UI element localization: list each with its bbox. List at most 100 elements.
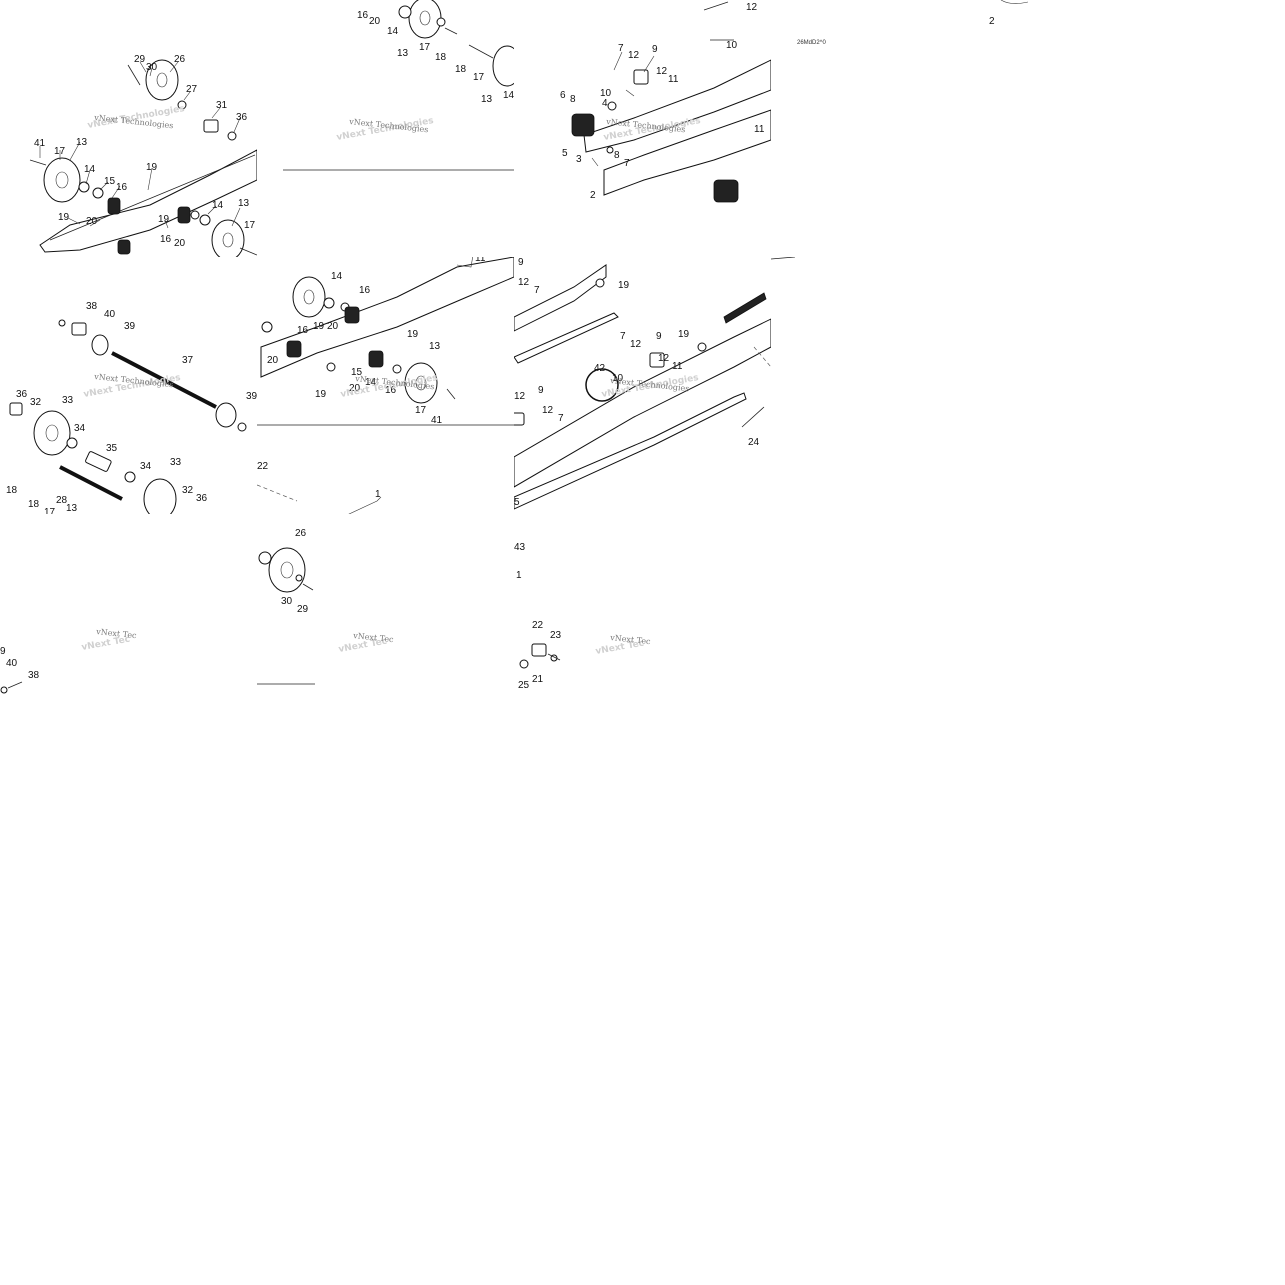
callout-label: 16 — [359, 285, 371, 296]
callout-label: 27 — [186, 84, 198, 95]
callout-label: 19 — [678, 329, 690, 340]
callout-label: 11 — [754, 124, 765, 135]
callout-label: 12 — [656, 66, 668, 77]
callout-label: 20 — [369, 16, 381, 27]
callout-label: 16 — [357, 10, 369, 21]
rail-lower — [514, 318, 771, 488]
callout-label: 35 — [106, 443, 118, 454]
stopper-block — [571, 113, 595, 137]
center-frame-drawing: 23 25 21 24 11 14 16 16 19 20 19 13 20 1… — [257, 257, 514, 514]
callout-label: 28 — [56, 495, 68, 506]
callout-label: 2 — [989, 16, 995, 27]
callout-label: 17 — [415, 405, 427, 416]
callout-label: 1 — [516, 570, 522, 581]
callout-label: 36 — [16, 389, 28, 400]
callout-label: 14 — [212, 200, 224, 211]
callout-label: 18 — [435, 52, 447, 63]
callout-label: 9 — [538, 385, 544, 396]
callout-label: 26 — [174, 54, 186, 65]
right-fragment-drawing: 26MdD2^0 2 — [797, 0, 1028, 46]
left-bottom-drawing: 9 40 38 vNext Tec vNext Tec — [0, 627, 137, 694]
callout-label: 32 — [182, 485, 194, 496]
callout-label: 39 — [124, 321, 136, 332]
callout-label: 18 — [455, 64, 467, 75]
callout-label: 14 — [84, 164, 96, 175]
side-rails-drawing: 9 12 7 19 31 36 27 7 12 9 19 12 11 42 10… — [514, 257, 771, 510]
callout-label: 29 — [297, 604, 309, 615]
callout-label: 19 — [313, 321, 325, 332]
callout-label: 42 — [594, 363, 606, 374]
callout-label: 20 — [349, 383, 361, 394]
callout-label: 36 — [196, 493, 208, 504]
callout-label: 20 — [267, 355, 279, 366]
callout-label: 8 — [614, 150, 620, 161]
callout-label: 19 — [58, 212, 70, 223]
diagram-tile-left-bottom-fragment: 9 40 38 vNext Tec vNext Tec — [0, 514, 140, 699]
callout-label: 16 — [385, 385, 397, 396]
idler-wheel — [408, 0, 442, 39]
diagram-tile-bracket-detail: 43 1 22 23 21 25 vNext Tec vNext Tec — [514, 514, 654, 689]
idler-wheel-right — [211, 219, 245, 257]
callout-label: 34 — [140, 461, 152, 472]
callout-label: 6 — [560, 90, 566, 101]
callout-label: 10 — [600, 88, 612, 99]
callout-label: 33 — [170, 457, 182, 468]
callout-label: 20 — [174, 238, 186, 249]
diagram-tile-right-fragment: 26MdD2^0 2 — [771, 0, 1028, 60]
diagram-tile-center-frame: 23 25 21 24 11 14 16 16 19 20 19 13 20 1… — [257, 257, 514, 514]
callout-label: 12 — [628, 50, 640, 61]
diagram-tile-side-rails: 9 12 7 19 31 36 27 7 12 9 19 12 11 42 10… — [514, 257, 771, 514]
diagram-tile-axles: 38 40 39 37 36 32 33 34 35 34 33 32 36 1… — [0, 257, 257, 514]
callout-label: 17 — [473, 72, 485, 83]
callout-label: 22 — [257, 461, 269, 472]
callout-label: 17 — [419, 42, 431, 53]
callout-label: 3 — [576, 154, 582, 165]
callout-label: 7 — [620, 331, 626, 342]
callout-label: 7 — [624, 158, 630, 169]
callout-label: 14 — [365, 377, 377, 388]
top-wheels-drawing: 16 20 14 13 17 18 18 17 13 14 vNext Tech… — [283, 0, 514, 171]
diagram-tile-rail-end — [771, 257, 801, 267]
wheel-detail-drawing: 26 30 29 vNext Tec vNext Tec — [257, 528, 395, 685]
idler-wheel — [268, 547, 306, 593]
callout-label: 39 — [246, 391, 257, 402]
callout-label: 21 — [532, 674, 544, 685]
callout-label: 12 — [746, 2, 758, 13]
callout-label: 5 — [562, 148, 568, 159]
callout-label: 31 — [216, 100, 228, 111]
callout-label: 15 — [104, 176, 116, 187]
callout-label: 34 — [74, 423, 86, 434]
callout-label: 30 — [281, 596, 293, 607]
watermark-text: vNext Tec — [609, 633, 652, 646]
callout-label: 17 — [44, 507, 56, 514]
callout-label: 19 — [407, 329, 419, 340]
callout-label: 18 — [28, 499, 40, 510]
diagram-tile-wheel-detail: 26 30 29 vNext Tec vNext Tec — [257, 514, 514, 689]
callout-label: 12 — [514, 391, 526, 402]
diagram-tile-rear-idlers: 29 30 26 27 31 36 41 17 13 14 15 16 19 1… — [0, 0, 257, 257]
callout-label: 9 — [0, 646, 6, 657]
callout-label: 19 — [158, 214, 170, 225]
idler-wheel — [33, 410, 71, 456]
callout-label: 8 — [570, 94, 576, 105]
rear-idlers-drawing: 29 30 26 27 31 36 41 17 13 14 15 16 19 1… — [29, 54, 257, 257]
callout-label: 12 — [658, 353, 670, 364]
callout-label: 16 — [116, 182, 128, 193]
bushing-block — [107, 197, 121, 215]
callout-label: 40 — [6, 658, 18, 669]
callout-label: 20 — [86, 216, 98, 227]
callout-label: 23 — [550, 630, 562, 641]
slide-rail — [603, 109, 771, 196]
callout-label: 41 — [431, 415, 443, 426]
callout-label: 10 — [726, 40, 738, 51]
callout-label: 12 — [630, 339, 642, 350]
callout-label: 4 — [602, 98, 608, 109]
callout-label: 1 — [375, 489, 381, 500]
rail-top — [514, 264, 607, 332]
callout-label: 13 — [481, 94, 493, 105]
watermark-text: vNext Tec — [352, 631, 395, 644]
callout-label: 12 — [542, 405, 554, 416]
idler-wheel-left — [43, 157, 81, 203]
idler-wheel-top — [145, 59, 179, 101]
callout-label: 24 — [748, 437, 760, 448]
